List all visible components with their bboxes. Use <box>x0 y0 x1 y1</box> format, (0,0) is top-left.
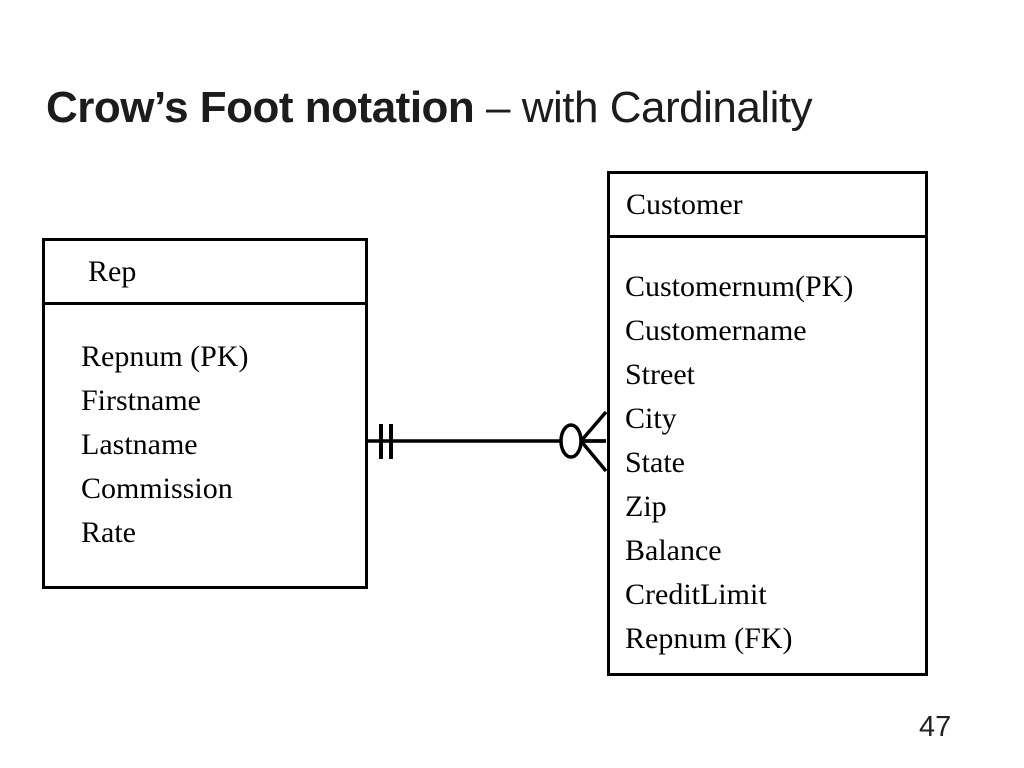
entity-name: Customer <box>626 187 743 221</box>
entity-header-customer: Customer <box>610 174 925 238</box>
attribute-row: CreditLimit <box>625 578 767 611</box>
one-mandatory-double-bar-icon <box>379 424 393 459</box>
attribute-row: Commission <box>81 472 233 505</box>
attribute-row: Repnum (FK) <box>625 622 793 655</box>
attribute-row: Rate <box>81 516 136 549</box>
attribute-row: Zip <box>625 490 667 523</box>
slide-title: Crow’s Foot notation – with Cardinality <box>46 83 813 132</box>
entity-name: Rep <box>88 254 137 288</box>
attribute-row: Lastname <box>81 428 198 461</box>
attribute-row: Balance <box>625 534 722 567</box>
attribute-row: Customernum(PK) <box>625 270 854 303</box>
attribute-row: City <box>625 402 677 435</box>
zero-or-many-crowfoot-icon <box>559 410 608 473</box>
attribute-row: Street <box>625 358 695 391</box>
slide-title-bold: Crow’s Foot notation <box>46 83 475 132</box>
attribute-row: Customername <box>625 314 807 347</box>
attribute-row: Firstname <box>81 384 201 417</box>
entity-header-rep: Rep <box>45 241 365 305</box>
attribute-row: State <box>625 446 685 479</box>
attribute-row: Repnum (PK) <box>81 340 249 373</box>
slide-page-number: 47 <box>919 711 952 743</box>
slide-title-regular: – with Cardinality <box>474 83 813 132</box>
